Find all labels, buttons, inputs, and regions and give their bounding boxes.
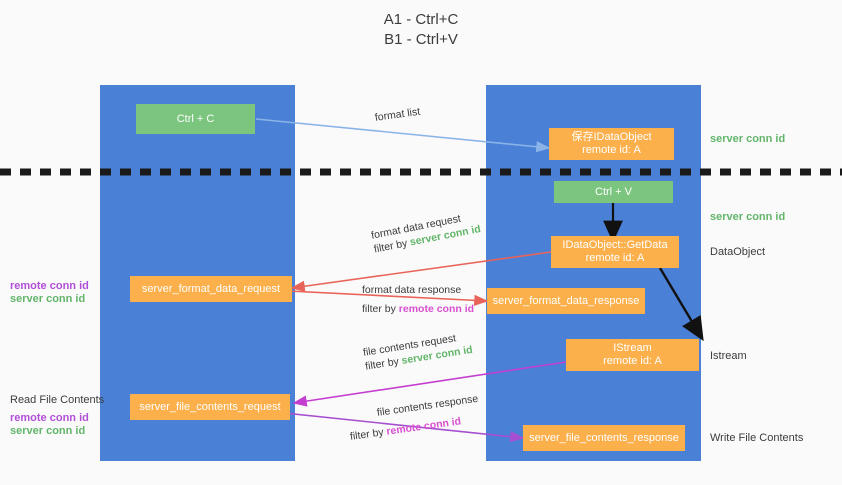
edge-label-format-list: format list [374, 105, 421, 125]
note-istream: Istream [710, 350, 747, 362]
box-getdata[interactable]: IDataObject::GetData remote id: A [551, 236, 679, 268]
box-server-format-data-response[interactable]: server_format_data_response [487, 288, 645, 314]
box-istream[interactable]: IStream remote id: A [566, 339, 699, 371]
box-server-format-data-response-label: server_format_data_response [492, 294, 640, 307]
note-server-conn-id-mid: server conn id [710, 211, 786, 223]
box-ctrl-c[interactable]: Ctrl + C [136, 104, 255, 134]
edge-label-format-data-request: format data request filter by server con… [370, 208, 482, 256]
filter-value: remote conn id [385, 415, 462, 438]
edge-label-file-contents-response-filter: filter by remote conn id [349, 412, 482, 444]
box-server-format-data-request[interactable]: server_format_data_request [130, 276, 292, 302]
box-getdata-line2: remote id: A [585, 252, 645, 264]
edge-label-file-contents-request: file contents request filter by server c… [362, 329, 474, 374]
box-store-idataobject-line1: 保存IDataObject [571, 131, 652, 143]
box-istream-line2: remote id: A [603, 355, 662, 367]
box-istream-line1: IStream [613, 342, 652, 354]
edge-label-format-data-response: format data response filter by remote co… [362, 283, 474, 316]
note-dataobject: DataObject [710, 246, 766, 258]
box-ctrl-v-line1: Ctrl + V [595, 185, 632, 198]
note-server-conn-id-1: server conn id [10, 293, 86, 305]
filter-prefix: filter by [362, 303, 399, 315]
box-ctrl-c-line1: Ctrl + C [176, 112, 215, 125]
box-server-file-contents-response-label: server_file_contents_response [529, 431, 679, 444]
note-server-conn-id-top: server conn id [710, 133, 786, 145]
box-server-file-contents-response[interactable]: server_file_contents_response [523, 425, 685, 451]
box-server-file-contents-request-label: server_file_contents_request [139, 400, 281, 413]
edge-label-format-data-response-text: format data response [362, 284, 462, 296]
note-write-file-contents: Write File Contents [710, 432, 804, 444]
page-title: A1 - Ctrl+C B1 - Ctrl+V [383, 11, 459, 48]
note-remote-conn-id-2: remote conn id [10, 412, 89, 424]
filter-prefix: filter by [349, 425, 388, 443]
note-server-conn-id-2: server conn id [10, 425, 86, 437]
note-read-file-contents: Read File Contents [10, 394, 105, 406]
box-store-idataobject-line2: remote id: A [582, 144, 641, 156]
box-store-idataobject[interactable]: 保存IDataObject remote id: A [549, 128, 674, 160]
box-getdata-line1: IDataObject::GetData [562, 239, 668, 251]
filter-value: remote conn id [398, 303, 475, 315]
note-remote-conn-id-1: remote conn id [10, 280, 89, 292]
edge-label-file-contents-response: file contents response filter by remote … [349, 392, 482, 443]
edge-label-format-data-response-filter: filter by remote conn id [362, 302, 474, 316]
edge-label-format-list-text: format list [374, 105, 421, 124]
box-ctrl-v[interactable]: Ctrl + V [554, 181, 673, 203]
box-server-file-contents-request[interactable]: server_file_contents_request [130, 394, 290, 420]
box-server-format-data-request-label: server_format_data_request [141, 282, 281, 295]
